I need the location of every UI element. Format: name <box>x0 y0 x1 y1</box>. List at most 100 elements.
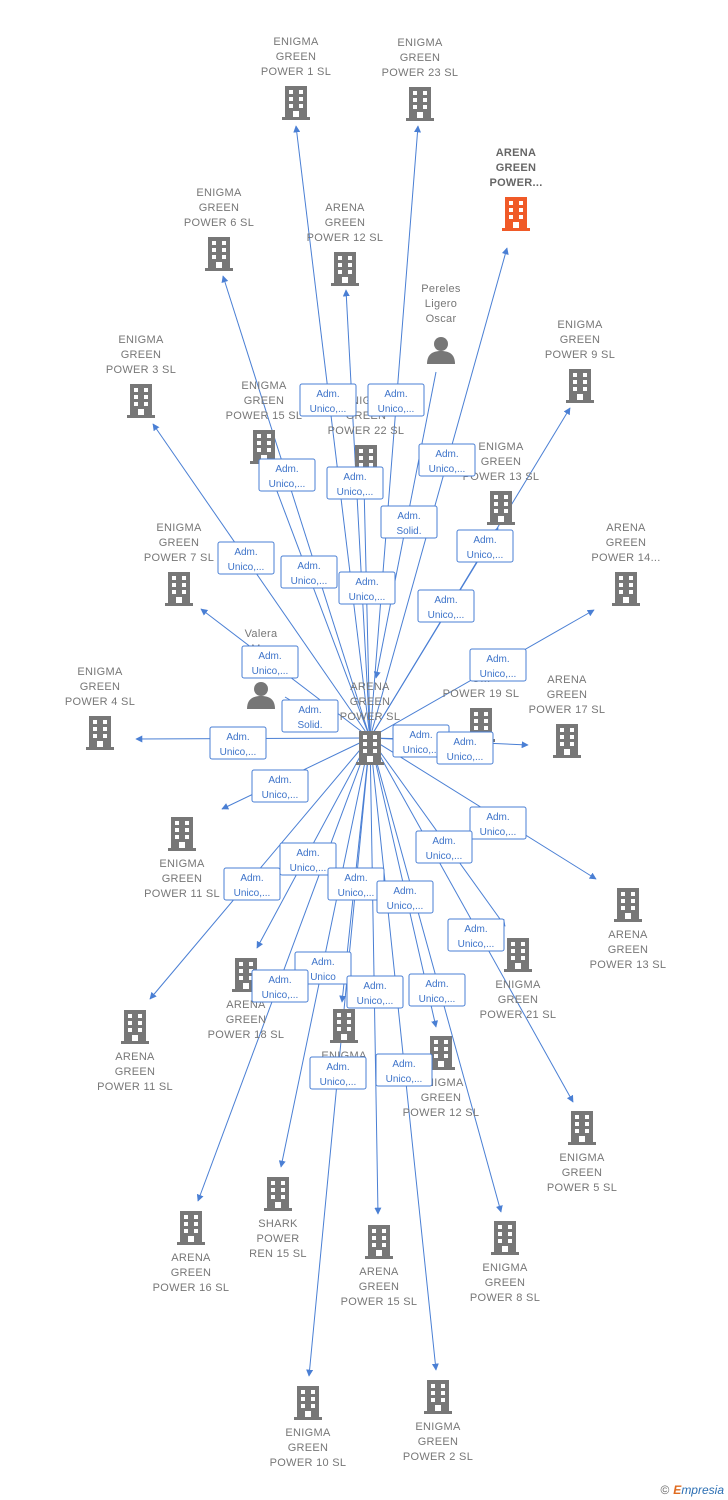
edge-label-box[interactable] <box>279 842 337 876</box>
edge-label-box[interactable] <box>241 645 299 679</box>
edge-label-n_egp11[interactable]: Adm.Unico,... <box>251 769 309 803</box>
person-icon[interactable] <box>247 682 275 709</box>
edge-label-box[interactable] <box>408 973 466 1007</box>
building-icon[interactable] <box>612 572 640 606</box>
edge-label-n_agp18[interactable]: Adm.Unico,... <box>279 842 337 876</box>
building-icon[interactable] <box>504 938 532 972</box>
edge-label-box[interactable] <box>294 951 352 985</box>
edge-label-n_egp6[interactable]: Adm.Unico,... <box>258 458 316 492</box>
edge-label-box[interactable] <box>375 1053 433 1087</box>
edge-label-n_valera[interactable]: Adm.Solid. <box>281 699 339 733</box>
edge-label-n_agp11[interactable]: Adm.Unico,... <box>223 867 281 901</box>
edge-label-n_egp2[interactable]: Adm.Unico,... <box>375 1053 433 1087</box>
building-icon[interactable] <box>294 1386 322 1420</box>
edge-label-box[interactable] <box>346 975 404 1009</box>
building-icon[interactable] <box>264 1177 292 1211</box>
building-icon[interactable] <box>365 1225 393 1259</box>
edge-label-n_agp13[interactable]: Adm.Unico,... <box>469 806 527 840</box>
building-icon[interactable] <box>165 572 193 606</box>
edge-label-n_egp4[interactable]: Adm.Unico,... <box>209 726 267 760</box>
edge-label-n_egp7[interactable]: Adm.Unico,... <box>241 645 299 679</box>
edge-label-box[interactable] <box>217 541 275 575</box>
building-icon[interactable] <box>121 1010 149 1044</box>
edge-label-box[interactable] <box>367 383 425 417</box>
building-icon[interactable] <box>614 888 642 922</box>
edge-label-box[interactable] <box>436 731 494 765</box>
building-icon[interactable] <box>177 1211 205 1245</box>
edge-label-box[interactable] <box>380 505 438 539</box>
building-icon[interactable] <box>356 731 384 765</box>
edge-label-box[interactable] <box>447 918 505 952</box>
edge-label-n_egp9[interactable]: Adm.Unico,... <box>456 529 514 563</box>
edge-label-n_egp8[interactable]: Adm.Unico,... <box>408 973 466 1007</box>
edge-label-box[interactable] <box>251 769 309 803</box>
building-icon[interactable] <box>330 1009 358 1043</box>
edge-label-box[interactable] <box>376 880 434 914</box>
building-icon[interactable] <box>127 384 155 418</box>
edge-label-n_egp13[interactable]: Adm.Unico,... <box>417 589 475 623</box>
building-icon[interactable] <box>553 724 581 758</box>
building-icon[interactable] <box>502 197 530 231</box>
building-icon[interactable] <box>331 252 359 286</box>
edge-label-n_egp15[interactable]: Adm.Unico,... <box>280 555 338 589</box>
edge-label-box[interactable] <box>469 648 527 682</box>
edge-label-n_egp22[interactable]: Adm.Unico,... <box>338 571 396 605</box>
edge-label-box[interactable] <box>281 699 339 733</box>
edge-label-n_egp12[interactable]: Adm.Unico,... <box>376 880 434 914</box>
edge-label-n_agp21[interactable]: Adm.Unico,... <box>415 830 473 864</box>
edge-label-box[interactable] <box>326 466 384 500</box>
edge-label-box[interactable] <box>223 867 281 901</box>
edge-label-box[interactable] <box>456 529 514 563</box>
edge-label-box[interactable] <box>418 443 476 477</box>
edge-label-box[interactable] <box>209 726 267 760</box>
building-icon[interactable] <box>487 491 515 525</box>
edge-label-n_egp10[interactable]: Adm.Unico,... <box>309 1056 367 1090</box>
edge-label-n_agp12[interactable]: Adm.Unico,... <box>326 466 384 500</box>
building-icon[interactable] <box>86 716 114 750</box>
building-icon[interactable] <box>168 817 196 851</box>
edge-label-box[interactable] <box>299 383 357 417</box>
edge-label-box[interactable] <box>338 571 396 605</box>
edge-label-n_egp23[interactable]: Adm.Unico,... <box>367 383 425 417</box>
edge-label-n_pereles[interactable]: Adm.Solid. <box>380 505 438 539</box>
edge-label-n_egpX[interactable]: Adm.Unico,... <box>327 867 385 901</box>
edge-label-n_agp14[interactable]: Adm.Unico,... <box>469 648 527 682</box>
edge-label-box[interactable] <box>280 555 338 589</box>
building-icon[interactable] <box>205 237 233 271</box>
edge-label-box[interactable] <box>415 830 473 864</box>
building-icon[interactable] <box>282 86 310 120</box>
edge-label-n_agp17[interactable]: Adm.Unico,... <box>436 731 494 765</box>
edge-label-box[interactable] <box>258 458 316 492</box>
edge-label-n_egp5[interactable]: Adm.Unico,... <box>447 918 505 952</box>
building-icon[interactable] <box>406 87 434 121</box>
edge-label-n_agp_hl[interactable]: Adm.Unico,... <box>418 443 476 477</box>
node-n_agp_hl[interactable]: ARENAGREENPOWER... <box>489 147 542 231</box>
edge-label-box[interactable] <box>417 589 475 623</box>
edge-label-n_agp16[interactable]: Adm.Unico,... <box>251 969 309 1003</box>
